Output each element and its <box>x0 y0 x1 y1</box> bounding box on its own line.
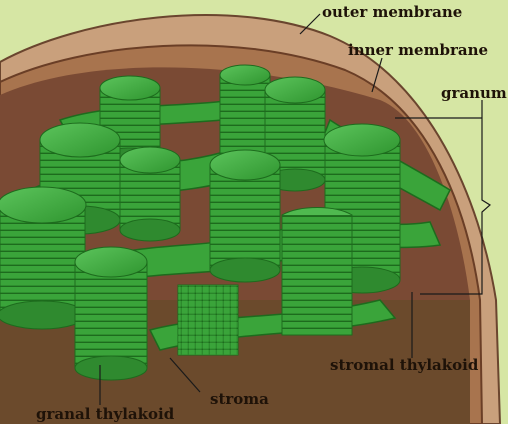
label-stroma: stroma <box>210 390 269 408</box>
granum-stack <box>74 246 148 381</box>
granum-stack <box>0 186 87 330</box>
granum-stack <box>119 146 181 242</box>
granum-cross-section <box>281 207 353 336</box>
label-inner-membrane: inner membrane <box>348 41 489 59</box>
granum-stacks <box>0 64 401 381</box>
label-stromal-thylakoid: stromal thylakoid <box>330 356 479 374</box>
label-granum: granum <box>441 84 507 102</box>
granum-cross-section <box>177 284 239 356</box>
label-outer-membrane: outer membrane <box>322 3 463 21</box>
granum-stack <box>209 149 281 283</box>
label-granal-thylakoid: granal thylakoid <box>36 405 175 423</box>
leader-lines <box>99 13 492 405</box>
